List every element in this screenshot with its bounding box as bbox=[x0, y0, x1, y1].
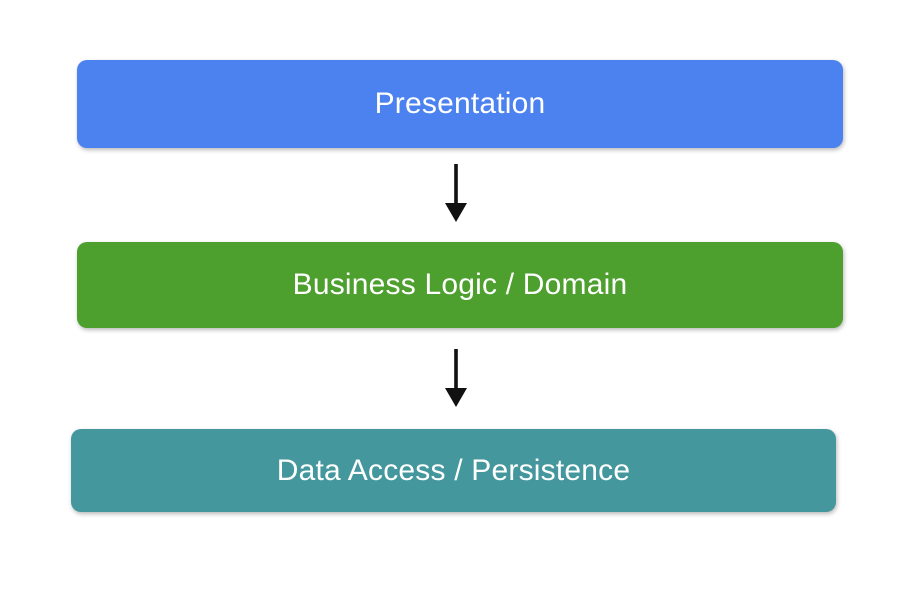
layer-label-data-access: Data Access / Persistence bbox=[276, 453, 631, 487]
arrow-down-icon-business-to-data bbox=[445, 349, 467, 407]
layer-label-business-logic: Business Logic / Domain bbox=[292, 268, 628, 301]
layer-box-business-logic: Business Logic / Domain bbox=[77, 242, 843, 328]
arrow-down-icon-presentation-to-business bbox=[445, 164, 467, 222]
layer-box-data-access: Data Access / Persistence bbox=[71, 429, 836, 512]
layer-label-presentation: Presentation bbox=[374, 87, 546, 120]
layer-box-presentation: Presentation bbox=[77, 60, 843, 148]
